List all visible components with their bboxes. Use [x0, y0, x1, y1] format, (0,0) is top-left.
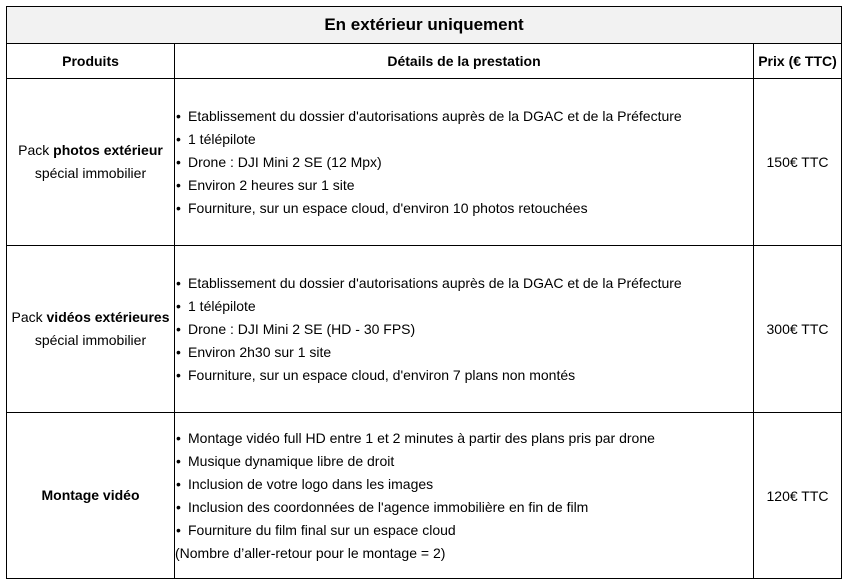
detail-text: Inclusion des coordonnées de l'agence im…	[188, 498, 589, 515]
bullet-icon: •	[176, 274, 181, 291]
detail-text: Fourniture du film final sur un espace c…	[188, 521, 456, 538]
detail-text: Etablissement du dossier d'autorisations…	[188, 274, 682, 291]
list-item: • 1 télépilote	[175, 128, 753, 151]
detail-text: Drone : DJI Mini 2 SE (HD - 30 FPS)	[188, 320, 416, 337]
product-cell: Pack photos extérieur spécial immobilier	[6, 78, 175, 246]
list-item: • Etablissement du dossier d'autorisation…	[175, 272, 753, 295]
detail-text: Etablissement du dossier d'autorisations…	[188, 107, 682, 124]
details-list: • Etablissement du dossier d'autorisation…	[175, 105, 753, 220]
bullet-icon: •	[176, 452, 181, 469]
detail-text: 1 télépilote	[188, 130, 256, 147]
detail-text: Fourniture, sur un espace cloud, d'envir…	[188, 366, 576, 383]
bullet-icon: •	[176, 107, 181, 124]
price-cell: 150€ TTC	[752, 78, 843, 246]
table-row: Pack photos extérieur spécial immobilier…	[6, 78, 843, 246]
list-item: • Fourniture du film final sur un espace …	[175, 519, 753, 542]
price-cell: 300€ TTC	[752, 245, 843, 413]
list-item: • Etablissement du dossier d'autorisation…	[175, 105, 753, 128]
detail-text: Environ 2 heures sur 1 site	[188, 176, 355, 193]
bullet-icon: •	[176, 297, 181, 314]
montage-note: (Nombre d’aller-retour pour le montage =…	[175, 544, 446, 561]
bullet-icon: •	[176, 153, 181, 170]
table-row: Montage vidéo • Montage vidéo full HD ent…	[6, 412, 843, 579]
product-suffix: spécial immobilier	[34, 332, 147, 348]
list-item: • Inclusion des coordonnées de l'agence i…	[175, 496, 753, 519]
header-row: Produits Détails de la prestation Prix (…	[6, 43, 843, 79]
table-row: Pack vidéos extérieures spécial immobili…	[6, 245, 843, 413]
list-item: • 1 télépilote	[175, 295, 753, 318]
detail-text: Montage vidéo full HD entre 1 et 2 minut…	[188, 429, 655, 446]
table-title-row: En extérieur uniquement	[5, 6, 843, 44]
table-title: En extérieur uniquement	[5, 6, 843, 44]
details-cell: • Etablissement du dossier d'autorisation…	[174, 78, 754, 246]
list-item: • Environ 2h30 sur 1 site	[175, 341, 753, 364]
details-list: • Etablissement du dossier d'autorisation…	[175, 272, 753, 387]
bullet-icon: •	[176, 475, 181, 492]
product-suffix: spécial immobilier	[34, 165, 147, 181]
header-details: Détails de la prestation	[174, 43, 754, 79]
bullet-icon: •	[176, 320, 181, 337]
list-item: • Montage vidéo full HD entre 1 et 2 minu…	[175, 427, 753, 450]
header-price: Prix (€ TTC)	[752, 43, 843, 79]
product-prefix: Pack	[11, 309, 47, 325]
details-cell: • Etablissement du dossier d'autorisation…	[174, 245, 754, 413]
list-item: • Drone : DJI Mini 2 SE (12 Mpx)	[175, 151, 753, 174]
details-list: • Montage vidéo full HD entre 1 et 2 minu…	[175, 427, 753, 542]
list-item: • Fourniture, sur un espace cloud, d'envi…	[175, 364, 753, 387]
details-cell: • Montage vidéo full HD entre 1 et 2 minu…	[174, 412, 754, 579]
bullet-icon: •	[176, 343, 181, 360]
bullet-icon: •	[176, 176, 181, 193]
detail-text: Environ 2h30 sur 1 site	[188, 343, 332, 360]
bullet-icon: •	[176, 199, 181, 216]
header-products: Produits	[6, 43, 175, 79]
product-prefix: Pack	[18, 142, 54, 158]
bullet-icon: •	[176, 498, 181, 515]
detail-text: Musique dynamique libre de droit	[188, 452, 395, 469]
detail-text: Drone : DJI Mini 2 SE (12 Mpx)	[188, 153, 382, 170]
bullet-icon: •	[176, 366, 181, 383]
pricing-table: En extérieur uniquement Produits Détails…	[5, 6, 843, 579]
list-item: • Drone : DJI Mini 2 SE (HD - 30 FPS)	[175, 318, 753, 341]
bullet-icon: •	[176, 521, 181, 538]
product-cell: Pack vidéos extérieures spécial immobili…	[6, 245, 175, 413]
detail-text: 1 télépilote	[188, 297, 256, 314]
price-cell: 120€ TTC	[752, 412, 843, 579]
product-name: photos extérieur	[53, 142, 163, 158]
list-item: • Musique dynamique libre de droit	[175, 450, 753, 473]
bullet-icon: •	[176, 429, 181, 446]
product-name: vidéos extérieures	[46, 309, 170, 325]
list-item: • Environ 2 heures sur 1 site	[175, 174, 753, 197]
list-item: • Fourniture, sur un espace cloud, d'envi…	[175, 197, 753, 220]
bullet-icon: •	[176, 130, 181, 147]
detail-text: Inclusion de votre logo dans les images	[188, 475, 434, 492]
product-cell: Montage vidéo	[6, 412, 175, 579]
product-name: Montage vidéo	[41, 487, 140, 503]
detail-text: Fourniture, sur un espace cloud, d'envir…	[188, 199, 588, 216]
list-item: • Inclusion de votre logo dans les images	[175, 473, 753, 496]
